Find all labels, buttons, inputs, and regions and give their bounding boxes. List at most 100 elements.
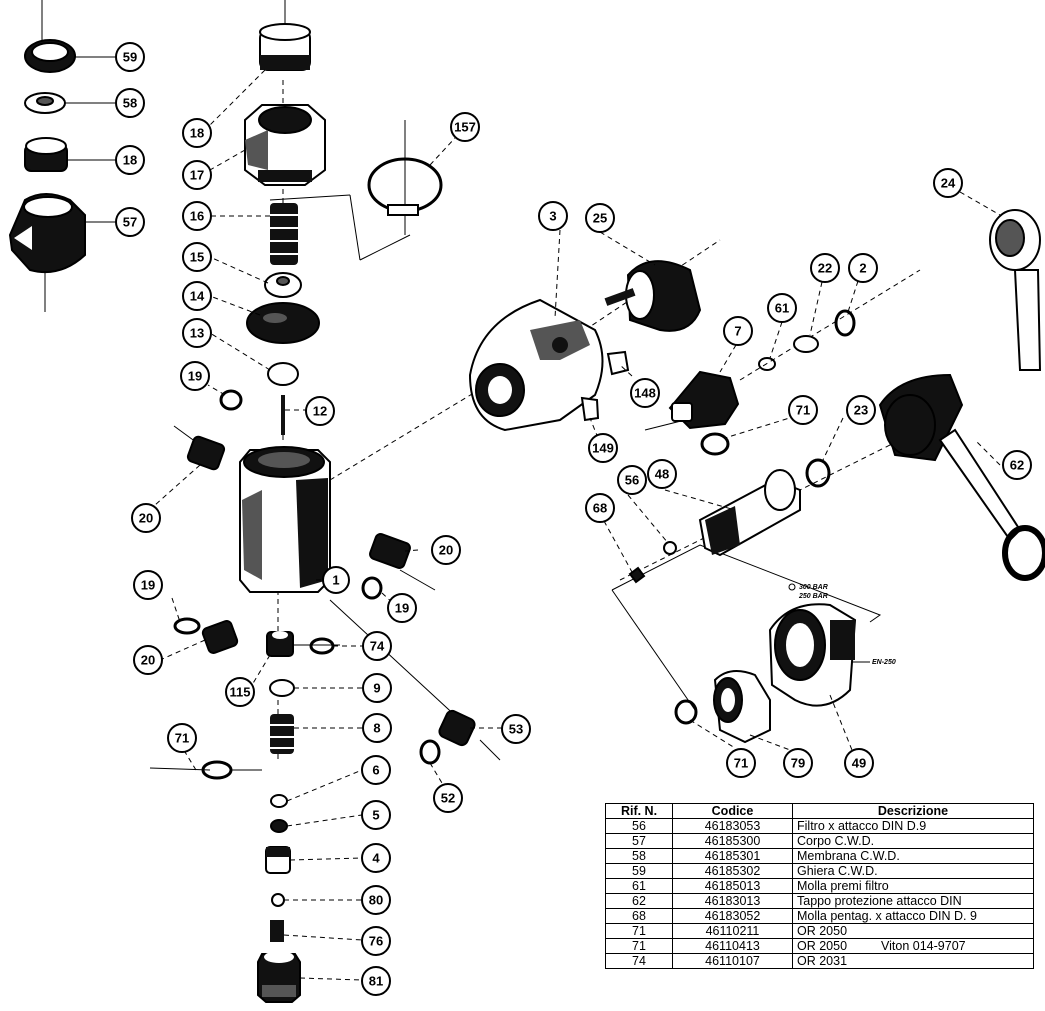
callout-15-label: 15 <box>190 250 204 265</box>
callout-25: 25 <box>585 203 615 233</box>
part-52-oring <box>419 739 441 765</box>
cell-description-text: Filtro x attacco DIN D.9 <box>797 819 927 833</box>
callout-2-label: 2 <box>859 261 866 276</box>
cell-code: 46110211 <box>672 923 793 939</box>
callout-68-label: 68 <box>593 501 607 516</box>
callout-12: 12 <box>305 396 335 426</box>
cell-ref: 56 <box>605 818 673 834</box>
callout-18-top-label: 18 <box>190 126 204 141</box>
callout-3: 3 <box>538 201 568 231</box>
callout-157-label: 157 <box>454 120 476 135</box>
header-ref: Rif. N. <box>605 803 673 819</box>
callout-5: 5 <box>361 800 391 830</box>
part-68-spring <box>628 566 646 584</box>
part-81-base <box>257 951 301 1003</box>
cell-description-text: Corpo C.W.D. <box>797 834 875 848</box>
callout-48-label: 48 <box>655 467 669 482</box>
part-79-insert <box>713 670 771 744</box>
cell-code: 46185301 <box>672 848 793 864</box>
callout-53: 53 <box>501 714 531 744</box>
part-23-oring <box>805 458 831 488</box>
callout-71-mid-label: 71 <box>796 403 810 418</box>
callout-2: 2 <box>848 253 878 283</box>
part-53-fitting <box>438 709 476 747</box>
part-9-valve <box>269 679 295 697</box>
callout-49: 49 <box>844 748 874 778</box>
table-row: 58 46185301 Membrana C.W.D. <box>605 848 1034 864</box>
callout-6: 6 <box>361 755 391 785</box>
cell-description: Ghiera C.W.D. <box>792 863 1034 879</box>
callout-1-label: 1 <box>332 573 339 588</box>
table-row: 68 46183052 Molla pentag. x attacco DIN … <box>605 908 1034 924</box>
cell-description: Molla pentag. x attacco DIN D. 9 <box>792 908 1034 924</box>
callout-3-label: 3 <box>549 209 556 224</box>
table-row: 62 46183013 Tappo protezione attacco DIN <box>605 893 1034 909</box>
callout-81: 81 <box>361 966 391 996</box>
cell-description-text: Molla pentag. x attacco DIN D. 9 <box>797 909 977 923</box>
part-18-plug-left <box>24 137 68 172</box>
callout-59-label: 59 <box>123 50 137 65</box>
callout-13-label: 13 <box>190 326 204 341</box>
callout-62: 62 <box>1002 450 1032 480</box>
part-149-insert <box>580 396 600 422</box>
part-71-oring-mid <box>700 432 730 456</box>
callout-19-right: 19 <box>387 593 417 623</box>
callout-61: 61 <box>767 293 797 323</box>
cell-code: 46110107 <box>672 953 793 969</box>
callout-58: 58 <box>115 88 145 118</box>
callout-8-label: 8 <box>373 721 380 736</box>
callout-80-label: 80 <box>369 893 383 908</box>
part-18-plug-top <box>259 23 311 71</box>
callout-20-right-label: 20 <box>439 543 453 558</box>
cell-description-text: Membrana C.W.D. <box>797 849 900 863</box>
callout-17-label: 17 <box>190 168 204 183</box>
part-22-filter <box>793 335 819 353</box>
cell-description-text: Tappo protezione attacco DIN <box>797 894 962 908</box>
cell-ref: 57 <box>605 833 673 849</box>
part-12-pin <box>281 395 285 435</box>
callout-53-label: 53 <box>509 722 523 737</box>
callout-23: 23 <box>846 395 876 425</box>
part-59-ring-nut <box>24 39 76 73</box>
table-row: 57 46185300 Corpo C.W.D. <box>605 833 1034 849</box>
callout-148: 148 <box>630 378 660 408</box>
part-57-body <box>8 193 86 274</box>
callout-7-label: 7 <box>734 324 741 339</box>
cell-ref: 58 <box>605 848 673 864</box>
parts-table: Rif. N. Codice Descrizione 56 46183053 F… <box>605 803 1034 969</box>
cell-ref: 59 <box>605 863 673 879</box>
callout-76: 76 <box>361 926 391 956</box>
cell-description: Filtro x attacco DIN D.9 <box>792 818 1034 834</box>
cell-ref: 71 <box>605 938 673 954</box>
cell-ref: 68 <box>605 908 673 924</box>
part-2-oring <box>834 309 856 337</box>
callout-74-label: 74 <box>370 639 385 654</box>
cell-description-text: OR 2050 <box>797 924 848 938</box>
callout-56: 56 <box>617 465 647 495</box>
header-description: Descrizione <box>792 803 1034 819</box>
callout-76-label: 76 <box>369 934 383 949</box>
callout-19-top: 19 <box>180 361 210 391</box>
part-157-clip <box>367 157 443 216</box>
part-24-cap <box>989 209 1042 371</box>
callout-13: 13 <box>182 318 212 348</box>
callout-22: 22 <box>810 253 840 283</box>
callout-14-label: 14 <box>190 289 205 304</box>
adapter-annotations: 300 BAR 250 BAR EN-250 <box>788 583 896 666</box>
callout-62-label: 62 <box>1010 458 1024 473</box>
callout-7: 7 <box>723 316 753 346</box>
callout-79: 79 <box>783 748 813 778</box>
part-61-spring <box>758 357 776 371</box>
callout-14: 14 <box>182 281 212 311</box>
callout-24: 24 <box>933 168 963 198</box>
part-17-cap <box>244 104 326 186</box>
callout-25-label: 25 <box>593 211 607 226</box>
callout-71-bottom-right-label: 71 <box>734 756 748 771</box>
callout-19-top-label: 19 <box>188 369 202 384</box>
cell-ref: 71 <box>605 923 673 939</box>
callout-8: 8 <box>362 713 392 743</box>
part-76-spring <box>270 920 284 942</box>
table-row: 56 46183053 Filtro x attacco DIN D.9 <box>605 818 1034 834</box>
